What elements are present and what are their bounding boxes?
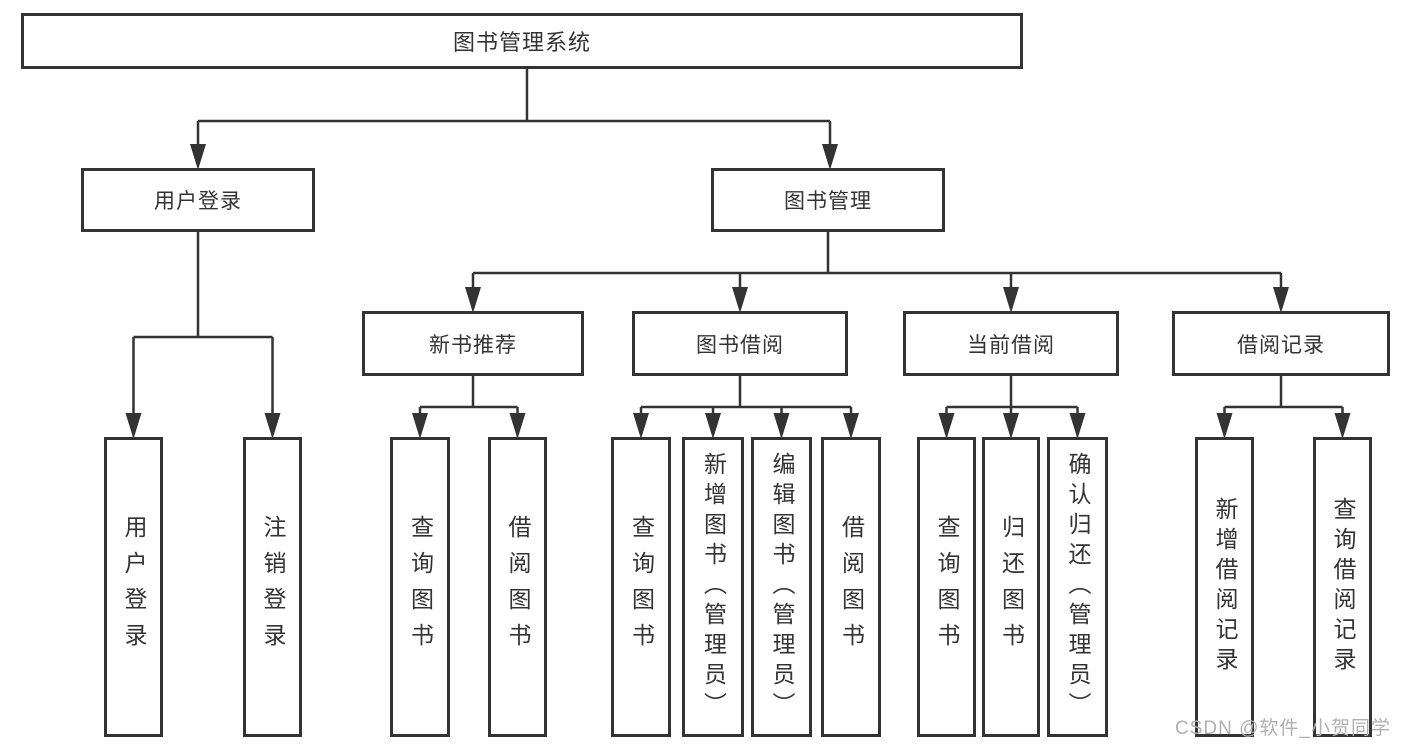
node-book-borrowing: 图书借阅 bbox=[632, 311, 848, 376]
node-leaf-confirm-return-admin: 确认归还（管理员） bbox=[1047, 437, 1108, 737]
node-label: 用户登录 bbox=[121, 515, 147, 659]
node-label: 注销登录 bbox=[260, 515, 286, 659]
node-leaf-query-books-recommend: 查询图书 bbox=[390, 437, 450, 737]
node-leaf-edit-books-admin: 编辑图书（管理员） bbox=[751, 437, 812, 737]
node-leaf-return-books: 归还图书 bbox=[982, 437, 1040, 737]
node-label: 新书推荐 bbox=[429, 333, 517, 357]
node-label: 图书借阅 bbox=[696, 333, 784, 357]
node-user-login-branch: 用户登录 bbox=[81, 168, 315, 232]
node-label: 图书管理 bbox=[784, 190, 872, 213]
node-label: 确认归还（管理员） bbox=[1065, 452, 1091, 722]
node-label: 借阅图书 bbox=[505, 515, 531, 659]
node-label: 新增图书（管理员） bbox=[700, 452, 727, 722]
node-label: 查询图书 bbox=[407, 515, 434, 659]
watermark: CSDN @软件_小贺同学 bbox=[1175, 718, 1391, 739]
node-leaf-add-borrow-record: 新增借阅记录 bbox=[1195, 437, 1254, 737]
node-root-library-system: 图书管理系统 bbox=[21, 13, 1023, 69]
node-label: 图书管理系统 bbox=[452, 30, 591, 55]
node-leaf-user-login: 用户登录 bbox=[104, 437, 163, 737]
node-label: 归还图书 bbox=[998, 515, 1025, 659]
node-leaf-query-books-borrowing: 查询图书 bbox=[611, 437, 671, 737]
arrowheads bbox=[125, 144, 1351, 439]
node-label: 新增借阅记录 bbox=[1212, 497, 1238, 677]
node-label: 用户登录 bbox=[154, 190, 242, 213]
node-label: 查询图书 bbox=[628, 515, 655, 659]
node-borrowing-records: 借阅记录 bbox=[1172, 311, 1390, 376]
node-leaf-logout: 注销登录 bbox=[243, 437, 302, 737]
node-new-book-recommend: 新书推荐 bbox=[362, 311, 584, 376]
node-label: 查询借阅记录 bbox=[1330, 497, 1356, 677]
node-leaf-query-books-current: 查询图书 bbox=[917, 437, 976, 737]
node-label: 借阅记录 bbox=[1237, 333, 1325, 357]
node-leaf-borrow-books-borrowing: 借阅图书 bbox=[821, 437, 881, 737]
connector-edges bbox=[132, 69, 1344, 415]
node-label: 当前借阅 bbox=[967, 333, 1055, 357]
node-current-borrowing: 当前借阅 bbox=[903, 311, 1119, 376]
node-label: 查询图书 bbox=[934, 515, 960, 659]
node-leaf-add-books-admin: 新增图书（管理员） bbox=[682, 437, 744, 737]
node-label: 借阅图书 bbox=[838, 515, 865, 659]
node-label: 编辑图书（管理员） bbox=[769, 452, 795, 722]
node-book-management-branch: 图书管理 bbox=[711, 168, 945, 232]
node-leaf-query-borrow-record: 查询借阅记录 bbox=[1313, 437, 1372, 737]
node-leaf-borrow-books-recommend: 借阅图书 bbox=[488, 437, 547, 737]
